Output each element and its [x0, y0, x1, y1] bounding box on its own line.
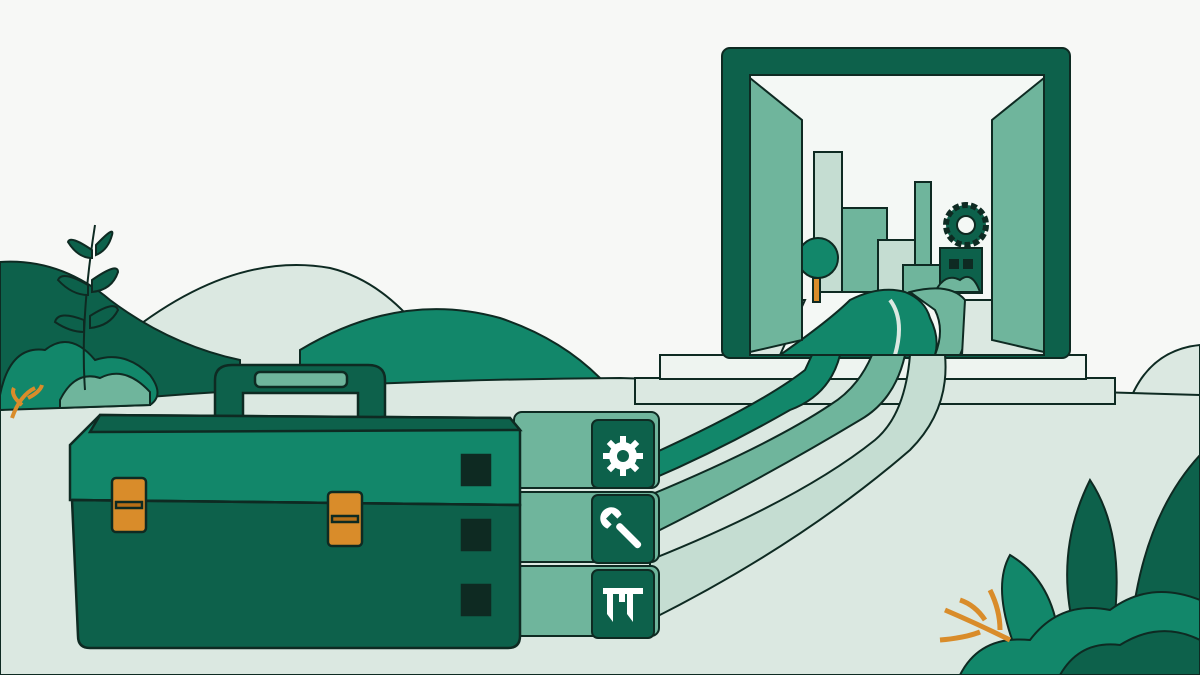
left-plants [0, 224, 159, 419]
toolbox-lid-top [87, 413, 523, 434]
plug-tile-caliper [591, 569, 655, 639]
bush-city [933, 276, 982, 293]
toolbox [68, 363, 523, 650]
orange-sprig-left [10, 384, 44, 419]
latch-left-bar [114, 500, 144, 510]
slot-top [460, 453, 492, 487]
handle-grip [253, 370, 349, 389]
window-2 [963, 259, 973, 269]
fern-stem [82, 224, 96, 391]
cable-top [649, 354, 842, 482]
cable-middle [649, 354, 907, 537]
gear-icon [603, 436, 643, 476]
wrench-icon [600, 507, 642, 549]
orange-sprig-right [939, 588, 1012, 643]
door-right [991, 75, 1045, 354]
toolbox-body [70, 498, 522, 650]
right-plants [939, 453, 1200, 675]
window-1 [949, 259, 959, 269]
fern-leaf [53, 230, 120, 334]
cable-bottom [649, 354, 947, 622]
gateway [721, 47, 1071, 359]
caliper-icon [603, 588, 643, 622]
latch-right-bar [330, 514, 360, 524]
door-left [749, 75, 803, 354]
cables [649, 354, 947, 622]
slot-bottom [460, 583, 492, 617]
bush-right-dark [1058, 630, 1200, 675]
slot-middle [460, 518, 492, 552]
tree-canopy [797, 237, 839, 279]
bush-left-light [59, 372, 151, 410]
road-center [888, 298, 901, 356]
leaf-big-1 [1066, 478, 1118, 651]
tree-trunk [812, 277, 821, 303]
factory-gear-hub [956, 215, 976, 235]
city-skyline [797, 151, 989, 303]
